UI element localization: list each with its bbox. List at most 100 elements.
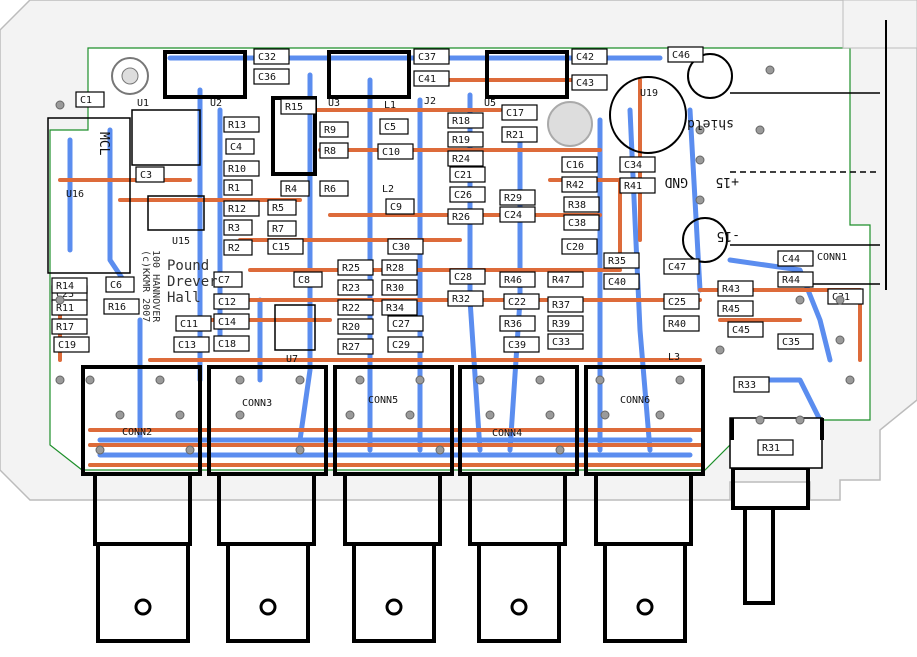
svg-text:U19: U19 [640,88,658,99]
designator-c46: C46 [667,46,704,63]
designator-r36: R36 [499,315,536,332]
svg-text:CONN3: CONN3 [242,398,272,409]
designator-c21: C21 [449,166,486,183]
svg-text:C1: C1 [80,95,92,106]
via-pad [475,375,485,385]
via-pad [405,410,415,420]
designator-c41: C41 [413,70,450,87]
via-pad [715,345,725,355]
svg-text:R4: R4 [285,184,297,195]
designator-r2: R2 [223,239,253,256]
svg-text:R41: R41 [624,181,642,192]
via-pad [835,335,845,345]
svg-text:C7: C7 [218,275,230,286]
svg-text:L3: L3 [668,352,680,363]
svg-text:R7: R7 [272,224,284,235]
svg-text:C39: C39 [508,340,526,351]
via-pad [55,375,65,385]
designator-conn1: CONN1 [817,252,847,263]
svg-text:C36: C36 [258,72,276,83]
svg-text:C29: C29 [392,340,410,351]
designator-r7: R7 [267,220,297,237]
via-pad [55,295,65,305]
designator-r6: R6 [319,180,349,197]
designator-l2: L2 [382,184,394,195]
svg-text:C5: C5 [384,122,396,133]
designator-r8: R8 [319,142,349,159]
svg-text:R37: R37 [552,300,570,311]
via-pad [755,125,765,135]
designator-u7: U7 [286,354,298,365]
vertical-note-2: 100 HANNOVER [150,250,161,323]
designator-r3: R3 [223,219,253,236]
u15-outline [147,195,205,231]
designator-r45: R45 [717,300,754,317]
via-pad [835,295,845,305]
designator-r37: R37 [547,296,584,313]
m15-label: -15 [717,228,740,243]
designator-r42: R42 [561,176,598,193]
svg-text:R25: R25 [342,263,360,274]
designator-r9: R9 [319,121,349,138]
svg-text:CONN4: CONN4 [492,428,522,439]
designator-c13: C13 [173,336,210,353]
svg-text:CONN5: CONN5 [368,395,398,406]
svg-text:C40: C40 [608,277,626,288]
mcl-outline [47,117,131,274]
designator-r22: R22 [337,299,374,316]
svg-text:R11: R11 [56,303,74,314]
designator-r41: R41 [619,177,656,194]
designator-r24: R24 [447,150,484,167]
svg-text:R10: R10 [228,164,246,175]
svg-text:U2: U2 [210,98,222,109]
svg-text:C28: C28 [454,272,472,283]
svg-text:C19: C19 [58,340,76,351]
svg-text:R26: R26 [452,212,470,223]
svg-text:R5: R5 [272,203,284,214]
designator-r28: R28 [381,259,418,276]
via-pad [355,375,365,385]
designator-r21: R21 [501,126,538,143]
p15-label: +15 [716,174,739,189]
svg-text:C14: C14 [218,317,236,328]
designator-c28: C28 [449,268,486,285]
svg-text:C47: C47 [668,262,686,273]
svg-text:C18: C18 [218,339,236,350]
via-pad [600,410,610,420]
designator-r35: R35 [603,252,640,269]
svg-text:R24: R24 [452,154,470,165]
svg-text:C9: C9 [390,202,402,213]
svg-text:R40: R40 [668,319,686,330]
via-pad [695,195,705,205]
designator-r26: R26 [447,208,484,225]
shield-label: shield [687,116,734,131]
designator-r33: R33 [733,376,770,393]
gnd-label: GND [664,174,688,189]
via-pad [535,375,545,385]
svg-text:R20: R20 [342,322,360,333]
designator-u1: U1 [137,98,149,109]
mcl-label: MCL [96,132,111,156]
svg-text:C20: C20 [566,242,584,253]
via-pad [295,375,305,385]
svg-text:U15: U15 [172,236,190,247]
designator-c32: C32 [253,48,290,65]
designator-r27: R27 [337,338,374,355]
svg-text:C32: C32 [258,52,276,63]
designator-c24: C24 [499,206,536,223]
mounting-holes [111,53,733,263]
designator-c9: C9 [385,198,415,215]
designator-r32: R32 [447,290,484,307]
svg-text:C13: C13 [178,340,196,351]
via-pad [85,375,95,385]
via-pad [545,410,555,420]
designator-r12: R12 [223,200,260,217]
designator-c3: C3 [135,166,165,183]
svg-text:R18: R18 [452,116,470,127]
designator-r34: R34 [381,299,418,316]
designator-c17: C17 [501,104,538,121]
designator-c19: C19 [53,336,90,353]
via-pad [235,410,245,420]
via-pad [295,445,305,455]
